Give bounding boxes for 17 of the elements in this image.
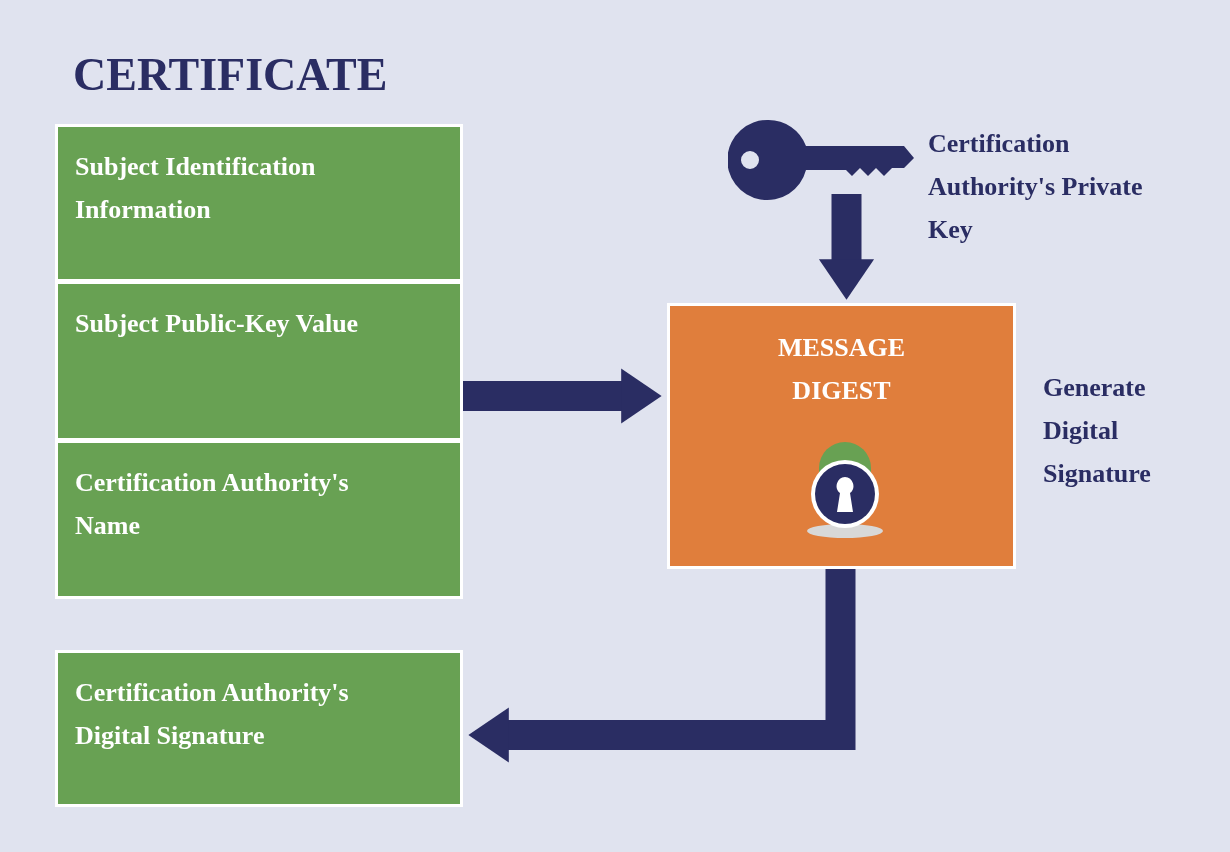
field-label: Subject Public-Key Value xyxy=(75,308,360,340)
field-box xyxy=(55,440,463,599)
process-box xyxy=(667,303,1016,569)
field-label: Certification Authority's Digital Signature xyxy=(75,677,350,752)
key-icon xyxy=(728,118,916,200)
field-box xyxy=(55,650,463,807)
field-box xyxy=(55,281,463,441)
field-label: Subject Identification Information xyxy=(75,151,317,226)
node-label: Generate Digital Signature xyxy=(1043,372,1152,490)
arrow xyxy=(818,194,875,300)
arrow xyxy=(468,569,856,763)
box-title: MESSAGE DIGEST xyxy=(776,332,907,407)
node-label: Certification Authority's Private Key xyxy=(928,128,1144,246)
arrow xyxy=(463,368,662,424)
title: CERTIFICATE xyxy=(73,48,388,101)
field-label: Certification Authority's Name xyxy=(75,467,350,542)
field-box xyxy=(55,124,463,282)
